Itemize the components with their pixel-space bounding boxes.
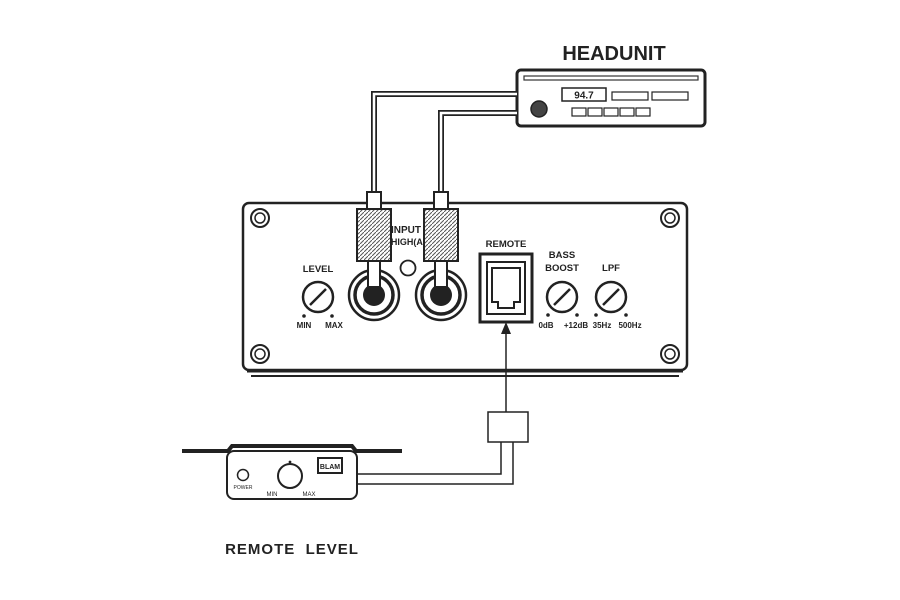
remote-knob-marker (288, 460, 292, 464)
headunit-body (515, 68, 707, 128)
headunit-button (651, 91, 689, 101)
headunit-preset-button (571, 107, 587, 117)
rca-cable-left (371, 91, 517, 200)
remote-port (478, 252, 534, 324)
remote-level-caption: REMOTE LEVEL (225, 541, 359, 558)
level-knob (301, 280, 335, 314)
headunit: HEADUNIT 94.7 (515, 43, 707, 128)
rca-jack-right (414, 268, 468, 322)
remote-mounting-bracket (182, 444, 402, 453)
headunit-button (611, 91, 649, 101)
remote-label: REMOTE (486, 239, 527, 250)
bass-boost-min-dot (546, 313, 550, 317)
headunit-preset-button (603, 107, 619, 117)
remote-logo: BLAM (320, 464, 340, 471)
lpf-label: LPF (602, 263, 620, 274)
bass-boost-knob (545, 280, 579, 314)
level-max-dot (330, 314, 334, 318)
amplifier: LEVEL MIN MAX INPUT LOW/HIGH(AUTO) (241, 191, 689, 377)
remote-level-knob (277, 463, 303, 489)
rca-plug-right (423, 191, 459, 288)
power-label: POWER (234, 485, 253, 491)
level-min-label: MIN (297, 321, 312, 330)
remote-cable (356, 322, 529, 485)
rca-cables (371, 91, 517, 200)
bass-boost-min-label: 0dB (538, 321, 553, 330)
remote-connector-plug (487, 411, 529, 443)
level-min-dot (302, 314, 306, 318)
level-max-label: MAX (325, 321, 343, 330)
remote-max-label: MAX (302, 492, 315, 498)
headunit-display (561, 87, 607, 102)
headunit-title: HEADUNIT (562, 43, 665, 65)
headunit-preset-button (587, 107, 603, 117)
bass-boost-max-label: +12dB (564, 321, 588, 330)
lpf-max-dot (624, 313, 628, 317)
bass-boost-label-2: BOOST (545, 263, 579, 274)
input-mode-label: LOW/HIGH(AUTO) (367, 237, 444, 247)
input-indicator-led (399, 259, 417, 277)
screw-icon (250, 344, 270, 364)
power-led-icon (236, 468, 250, 482)
lpf-min-label: 35Hz (593, 321, 612, 330)
rca-cable-right (438, 110, 517, 200)
headunit-cd-slot (523, 75, 699, 81)
input-label: INPUT (391, 225, 421, 236)
arrow-up-icon (501, 322, 511, 334)
lpf-min-dot (594, 313, 598, 317)
headunit-volume-knob (530, 100, 548, 118)
rca-plug-left (356, 191, 392, 288)
bass-boost-label: BASS (549, 250, 575, 261)
level-label: LEVEL (303, 264, 334, 275)
headunit-preset-button (635, 107, 651, 117)
screw-icon (250, 208, 270, 228)
headunit-preset-button (619, 107, 635, 117)
remote-logo-badge (317, 457, 343, 474)
headunit-frequency: 94.7 (574, 91, 594, 102)
lpf-max-label: 500Hz (618, 321, 641, 330)
lpf-knob (594, 280, 628, 314)
remote-level-controller: POWER MIN MAX BLAM (182, 444, 402, 500)
screw-icon (660, 208, 680, 228)
screw-icon (660, 344, 680, 364)
bass-boost-max-dot (575, 313, 579, 317)
remote-min-label: MIN (267, 492, 278, 498)
